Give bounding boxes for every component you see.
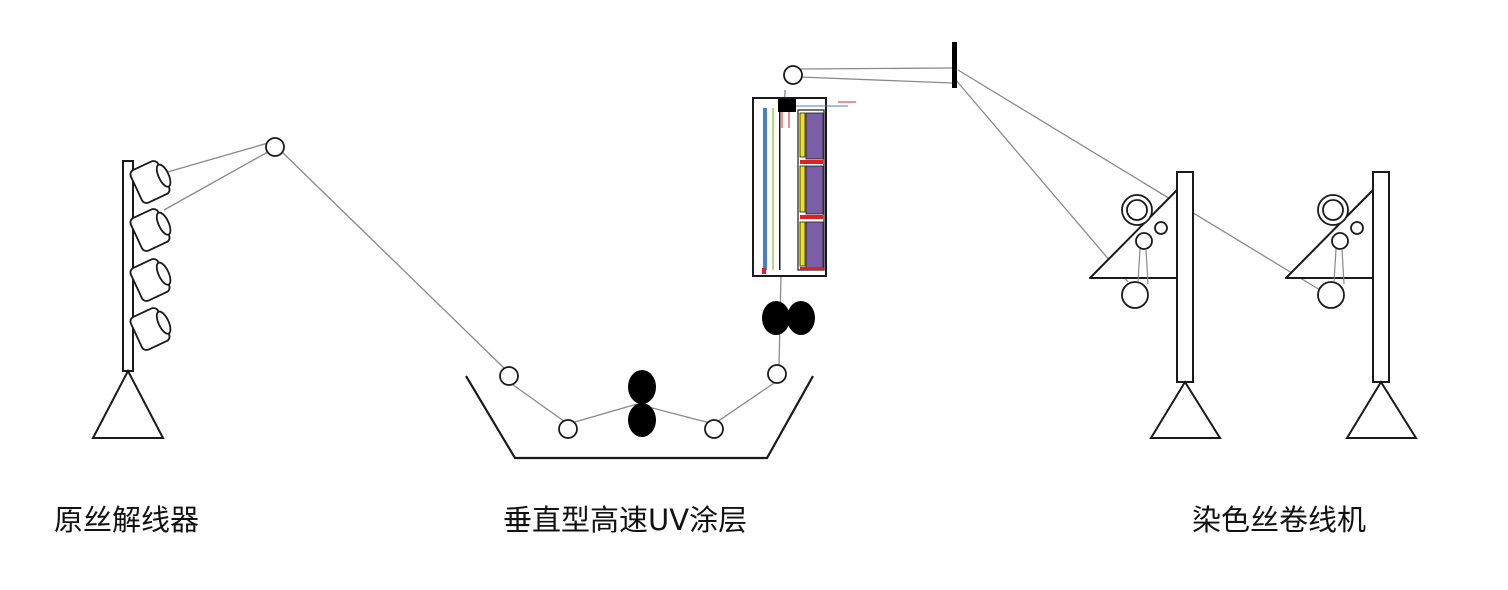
- unwinder-label: 原丝解线器: [54, 503, 200, 537]
- guide-roller-icon: [767, 364, 787, 384]
- coating-tank: [465, 375, 814, 460]
- thread-guide-bar: [952, 42, 957, 88]
- uv-coating-label: 垂直型高速UV涂层: [503, 503, 748, 537]
- unwinder-stand: [91, 160, 165, 439]
- guide-roller-icon: [704, 419, 724, 439]
- guide-roller-icon: [558, 419, 578, 439]
- coater-nip-rollers: [762, 301, 815, 335]
- uv-curing-unit: [752, 97, 856, 277]
- uv-lamp-icon: [799, 112, 806, 267]
- guide-roller-icon: [265, 137, 285, 157]
- nip-roller-icon: [787, 301, 815, 335]
- bobbin-icon: [129, 258, 172, 302]
- nip-roller-icon: [762, 301, 790, 335]
- tank-guide-rollers: [499, 364, 787, 439]
- nip-roller-icon: [628, 370, 656, 404]
- tank-nip-rollers: [628, 370, 656, 437]
- unwinder-bobbins: [129, 160, 172, 351]
- bobbin-icon: [129, 160, 172, 204]
- guide-roller-icon: [783, 65, 803, 85]
- guide-roller-icon: [499, 366, 519, 386]
- winder-label: 染色丝卷线机: [1192, 503, 1367, 537]
- bobbin-icon: [129, 208, 172, 252]
- nip-roller-icon: [628, 403, 656, 437]
- winder-2: [1285, 171, 1418, 439]
- bobbin-icon: [129, 307, 172, 351]
- winder-1: [1089, 171, 1222, 439]
